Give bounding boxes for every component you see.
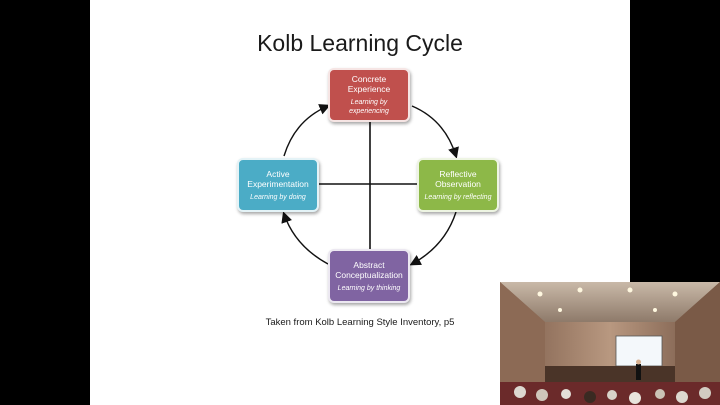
stage-subtitle: Learning by reflecting — [424, 193, 492, 201]
arrow-active-to-concrete — [283, 104, 331, 157]
stage-title-line2: Experience — [347, 84, 391, 94]
arrow-abstract-to-active — [281, 211, 329, 265]
stage-concrete-experience: Concrete Experience Learning by experien… — [328, 68, 410, 122]
stage-title-line1: Active — [266, 168, 290, 179]
stage-reflective-observation: Reflective Observation Learning by refle… — [417, 158, 499, 212]
stage-title-line1: Abstract — [353, 259, 385, 270]
slide-title: Kolb Learning Cycle — [257, 30, 463, 56]
lecture-hall-image — [500, 282, 720, 405]
cycle-diagram — [281, 104, 459, 266]
stage-abstract-conceptualization: Abstract Conceptualization Learning by t… — [328, 249, 410, 303]
slide-caption: Taken from Kolb Learning Style Inventory… — [265, 317, 455, 328]
arrow-reflective-to-abstract — [409, 211, 457, 266]
presentation-slide: Kolb Learning Cycle Concrete Experience … — [90, 0, 630, 405]
stage-title-line2: Observation — [435, 178, 481, 189]
stage-title-line2: Experimentation — [247, 178, 309, 189]
stage-subtitle: Learning by doing — [250, 193, 306, 201]
stage-subtitle: Learning by thinking — [337, 284, 401, 292]
stage-active-experimentation: Active Experimentation Learning by doing — [237, 158, 319, 212]
stage-title-line2: Conceptualization — [335, 269, 403, 280]
lecture-hall-camera-feed — [500, 282, 720, 405]
stage-title-line1: Reflective — [439, 168, 477, 179]
arrow-concrete-to-reflective — [411, 105, 459, 159]
stage-title-line1: Concrete — [351, 74, 387, 84]
stage-subtitle: Learning by experiencing — [349, 99, 389, 115]
